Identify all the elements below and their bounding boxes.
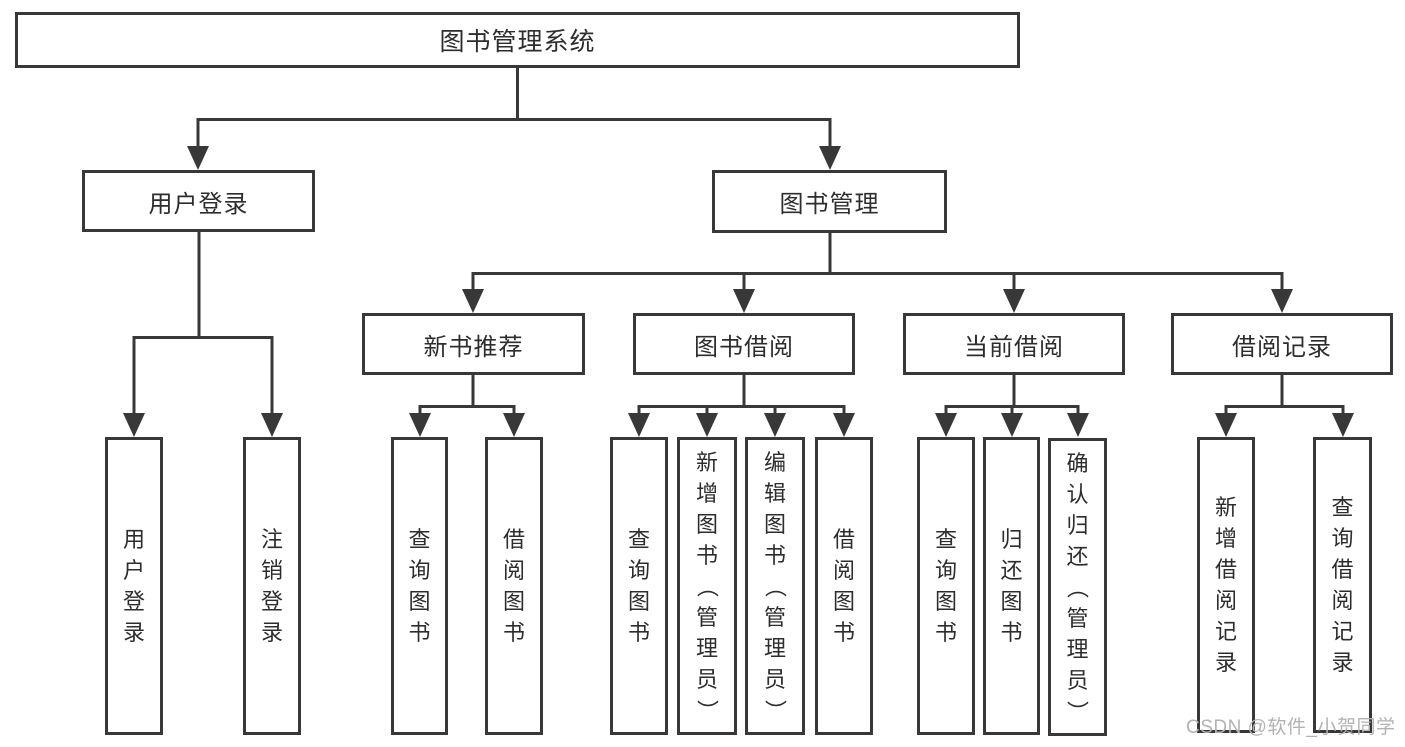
vertical-label-char: 阅 xyxy=(1214,588,1237,613)
vertical-label-char: 查 xyxy=(408,527,431,552)
vertical-label-char: 户 xyxy=(122,558,145,583)
vertical-label-char: 图 xyxy=(408,589,431,614)
vertical-label-char: 确 xyxy=(1066,450,1089,476)
vertical-label-char: 管 xyxy=(763,604,786,630)
vertical-label-char: 用 xyxy=(122,527,145,552)
vertical-label-char: 增 xyxy=(695,480,718,506)
leaf-borrow-book: 借阅图书 xyxy=(815,437,873,735)
node-book-management-label: 图书管理 xyxy=(779,191,880,218)
vertical-label-char: 借 xyxy=(1214,557,1237,582)
vertical-label-char: 图 xyxy=(695,511,718,537)
vertical-label-char: 编 xyxy=(763,449,786,475)
vertical-label-char: 理 xyxy=(695,635,718,661)
leaf-recommend-borrow-book: 借阅图书 xyxy=(485,437,543,735)
vertical-label-char: 书 xyxy=(934,620,957,645)
vertical-label-char: 归 xyxy=(1066,512,1089,538)
vertical-label-char: ） xyxy=(1064,699,1090,723)
node-root-label: 图书管理系统 xyxy=(439,28,596,56)
node-root-system: 图书管理系统 xyxy=(15,12,1020,68)
vertical-label-char: 询 xyxy=(934,558,957,583)
vertical-label-char: 询 xyxy=(627,558,650,583)
vertical-label-char: 归 xyxy=(1000,527,1023,552)
leaf-add-book-admin: 新增图书 （ 管理员 ） xyxy=(677,437,737,735)
node-current-borrow-label: 当前借阅 xyxy=(964,333,1064,361)
vertical-label-char: 图 xyxy=(627,589,650,614)
vertical-label-char: 录 xyxy=(1214,650,1237,675)
vertical-label-char: 记 xyxy=(1214,619,1237,644)
vertical-label-char: 书 xyxy=(695,542,718,568)
vertical-label-char: 书 xyxy=(1000,620,1023,645)
vertical-label-char: 记 xyxy=(1331,619,1354,644)
node-user-login: 用户登录 xyxy=(82,170,315,232)
leaf-logout: 注销登录 xyxy=(243,437,301,735)
vertical-label-char: 图 xyxy=(763,511,786,537)
vertical-label-char: 图 xyxy=(934,589,957,614)
vertical-label-char: 阅 xyxy=(832,558,855,583)
node-book-management: 图书管理 xyxy=(712,170,947,233)
vertical-label-char: 图 xyxy=(1000,589,1023,614)
vertical-label-char: 注 xyxy=(260,527,283,552)
vertical-label-char: 录 xyxy=(122,620,145,645)
vertical-label-char: 销 xyxy=(260,558,283,583)
leaf-query-borrow-record: 查询借阅记录 xyxy=(1313,437,1372,733)
vertical-label-char: 还 xyxy=(1000,558,1023,583)
leaf-borrow-query-book: 查询图书 xyxy=(610,437,668,735)
leaf-user-login: 用户登录 xyxy=(105,437,163,735)
vertical-label-char: 书 xyxy=(627,620,650,645)
vertical-label-char: 阅 xyxy=(1331,588,1354,613)
vertical-label-char: 书 xyxy=(408,620,431,645)
node-user-login-label: 用户登录 xyxy=(148,190,249,218)
node-book-borrow-label: 图书借阅 xyxy=(694,333,794,361)
node-book-borrow: 图书借阅 xyxy=(633,313,855,375)
vertical-label-char: 查 xyxy=(627,527,650,552)
vertical-label-char: 录 xyxy=(1331,650,1354,675)
vertical-label-char: 询 xyxy=(1331,526,1354,551)
vertical-label-char: 书 xyxy=(502,620,525,645)
vertical-label-char: ） xyxy=(694,698,720,722)
vertical-label-char: 还 xyxy=(1066,543,1089,569)
csdn-watermark: CSDN @软件_小贺同学 xyxy=(1186,717,1396,738)
node-new-book-recommend: 新书推荐 xyxy=(362,313,585,375)
vertical-label-char: 员 xyxy=(763,666,786,692)
leaf-recommend-query-book: 查询图书 xyxy=(391,437,448,735)
vertical-label-char: 查 xyxy=(934,527,957,552)
vertical-label-char: （ xyxy=(762,574,788,598)
vertical-label-char: 书 xyxy=(763,542,786,568)
leaf-current-query-book: 查询图书 xyxy=(917,437,975,735)
vertical-label-char: 理 xyxy=(763,635,786,661)
vertical-label-char: 辑 xyxy=(763,480,786,506)
vertical-label-char: 借 xyxy=(502,527,525,552)
vertical-label-char: （ xyxy=(694,574,720,598)
node-new-book-recommend-label: 新书推荐 xyxy=(423,333,524,361)
vertical-label-char: 查 xyxy=(1331,495,1354,520)
vertical-label-char: 录 xyxy=(260,620,283,645)
vertical-label-char: 员 xyxy=(1066,667,1089,693)
vertical-label-char: 登 xyxy=(260,589,283,614)
vertical-label-char: 书 xyxy=(832,620,855,645)
node-current-borrow: 当前借阅 xyxy=(903,313,1125,375)
vertical-label-char: 员 xyxy=(695,666,718,692)
leaf-edit-book-admin: 编辑图书 （ 管理员 ） xyxy=(745,437,805,735)
vertical-label-char: 管 xyxy=(695,604,718,630)
vertical-label-char: 认 xyxy=(1066,481,1089,507)
vertical-label-char: 阅 xyxy=(502,558,525,583)
node-borrow-record-label: 借阅记录 xyxy=(1232,333,1332,361)
leaf-add-borrow-record: 新增借阅记录 xyxy=(1197,437,1255,733)
vertical-label-char: 管 xyxy=(1066,605,1089,631)
leaf-return-book: 归还图书 xyxy=(983,437,1040,735)
vertical-label-char: 新 xyxy=(695,449,718,475)
vertical-label-char: 登 xyxy=(122,589,145,614)
vertical-label-char: 询 xyxy=(408,558,431,583)
vertical-label-char: （ xyxy=(1064,575,1090,599)
vertical-label-char: 借 xyxy=(832,527,855,552)
vertical-label-char: 图 xyxy=(832,589,855,614)
vertical-label-char: 图 xyxy=(502,589,525,614)
vertical-label-char: ） xyxy=(762,698,788,722)
vertical-label-char: 新 xyxy=(1214,495,1237,520)
vertical-label-char: 借 xyxy=(1331,557,1354,582)
leaf-confirm-return-admin: 确认归还 （ 管理员 ） xyxy=(1048,438,1107,736)
vertical-label-char: 理 xyxy=(1066,636,1089,662)
node-borrow-record: 借阅记录 xyxy=(1171,313,1393,375)
vertical-label-char: 增 xyxy=(1214,526,1237,551)
